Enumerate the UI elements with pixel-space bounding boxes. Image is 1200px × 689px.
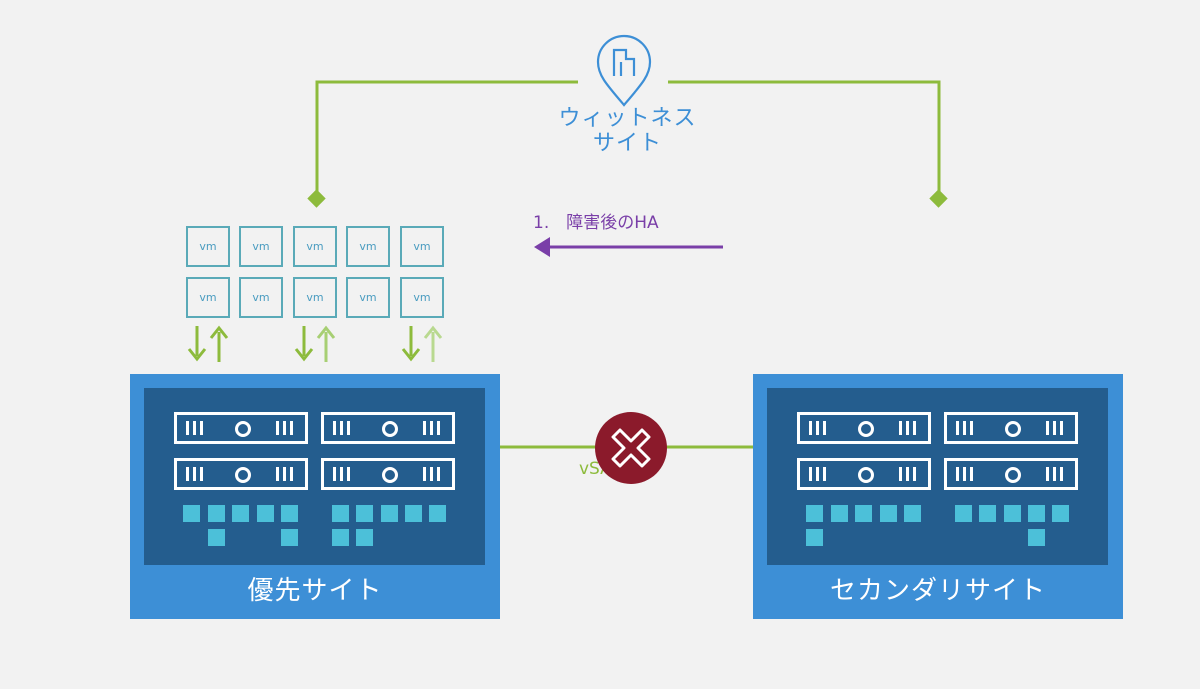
vm-icon: vm: [293, 226, 337, 267]
server-icon: [321, 412, 455, 444]
primary-site-rack: [144, 388, 485, 565]
vm-icon: vm: [400, 277, 444, 318]
server-icon: [174, 458, 308, 490]
io-arrows: [187, 325, 443, 362]
server-icon: [174, 412, 308, 444]
link-failure-icon: [595, 412, 667, 484]
witness-label-line1: ウィットネス: [558, 106, 697, 131]
vm-icon: vm: [346, 277, 390, 318]
server-icon: [944, 458, 1078, 490]
witness-site-label: ウィットネス サイト: [540, 106, 715, 156]
secondary-site-label: セカンダリサイト: [829, 576, 1046, 606]
witness-link-left: [315, 80, 578, 198]
secondary-site: セカンダリサイト: [753, 374, 1123, 619]
server-icon: [944, 412, 1078, 444]
vm-icon: vm: [239, 277, 283, 318]
witness-link-right: [668, 80, 941, 198]
io-arrow-pair-1: [187, 325, 229, 362]
primary-site-label: 優先サイト: [247, 576, 383, 606]
witness-left-endpoint: [307, 189, 326, 208]
vm-icon: vm: [293, 277, 337, 318]
io-arrow-pair-2: [294, 325, 336, 362]
witness-label-line2: サイト: [592, 131, 662, 156]
vm-icon: vm: [400, 226, 444, 267]
vm-icon: vm: [239, 226, 283, 267]
secondary-site-rack: [767, 388, 1108, 565]
io-arrow-pair-3: [401, 325, 443, 362]
ha-failover-label: 1. 障害後のHA: [533, 213, 659, 233]
server-icon: [797, 412, 931, 444]
witness-right-endpoint: [929, 189, 948, 208]
vm-icon: vm: [186, 226, 230, 267]
server-icon: [321, 458, 455, 490]
server-icon: [797, 458, 931, 490]
witness-site-icon: [596, 34, 652, 107]
ha-arrow-head: [534, 237, 550, 257]
vm-icon: vm: [186, 277, 230, 318]
primary-site: 優先サイト: [130, 374, 500, 619]
vm-icon: vm: [346, 226, 390, 267]
